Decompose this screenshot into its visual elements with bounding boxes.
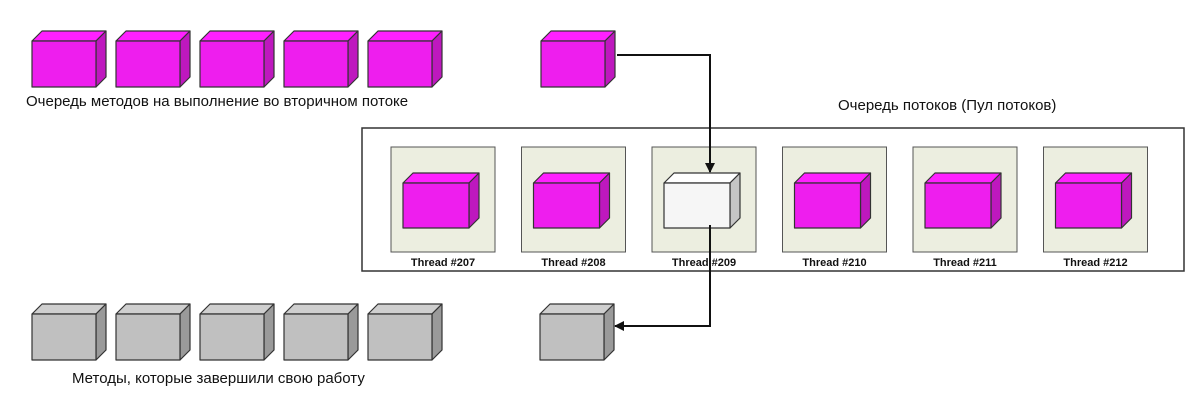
thread-method-cube bbox=[402, 172, 480, 229]
thread-slot: Thread #209 bbox=[651, 146, 757, 269]
thread-method-cube bbox=[793, 172, 872, 229]
completed-method-block bbox=[115, 303, 191, 361]
thread-slot: Thread #207 bbox=[390, 146, 496, 269]
completed-queue-label: Методы, которые завершили свою работу bbox=[72, 370, 365, 387]
thread-label: Thread #209 bbox=[672, 257, 736, 269]
pending-method-block bbox=[31, 30, 107, 88]
pending-methods-queue bbox=[31, 30, 443, 88]
thread-slot: Thread #208 bbox=[521, 146, 626, 269]
thread-slot: Thread #210 bbox=[782, 146, 887, 269]
pending-method-block bbox=[367, 30, 443, 88]
incoming-method-cube bbox=[540, 30, 616, 88]
thread-method-cube bbox=[663, 172, 741, 229]
thread-slots: Thread #207 Thread #208 Thread #209 Thread … bbox=[390, 146, 1148, 269]
completed-method-block bbox=[199, 303, 275, 361]
pending-queue-label: Очередь методов на выполнение во вторичн… bbox=[26, 93, 409, 110]
completed-methods-queue bbox=[31, 303, 443, 361]
thread-label: Thread #211 bbox=[933, 257, 997, 269]
thread-label: Thread #212 bbox=[1063, 257, 1127, 269]
pending-method-block bbox=[199, 30, 275, 88]
outgoing-method-cube bbox=[539, 303, 615, 361]
incoming-method-block bbox=[540, 30, 616, 88]
thread-pool-label: Очередь потоков (Пул потоков) bbox=[838, 97, 1057, 114]
thread-label: Thread #208 bbox=[541, 257, 605, 269]
thread-method-cube bbox=[1054, 172, 1133, 229]
thread-label: Thread #210 bbox=[802, 257, 866, 269]
thread-label: Thread #207 bbox=[411, 257, 475, 269]
completed-method-block bbox=[367, 303, 443, 361]
arrow-to-thread bbox=[617, 54, 715, 173]
completed-method-block bbox=[31, 303, 107, 361]
thread-method-cube bbox=[532, 172, 611, 229]
completed-method-block bbox=[283, 303, 359, 361]
thread-method-cube bbox=[924, 172, 1002, 229]
pending-method-block bbox=[283, 30, 359, 88]
outgoing-method-block bbox=[539, 303, 615, 361]
thread-slot: Thread #212 bbox=[1043, 146, 1148, 269]
pending-method-block bbox=[115, 30, 191, 88]
arrow-to-completed bbox=[614, 225, 711, 331]
thread-slot: Thread #211 bbox=[912, 146, 1018, 269]
